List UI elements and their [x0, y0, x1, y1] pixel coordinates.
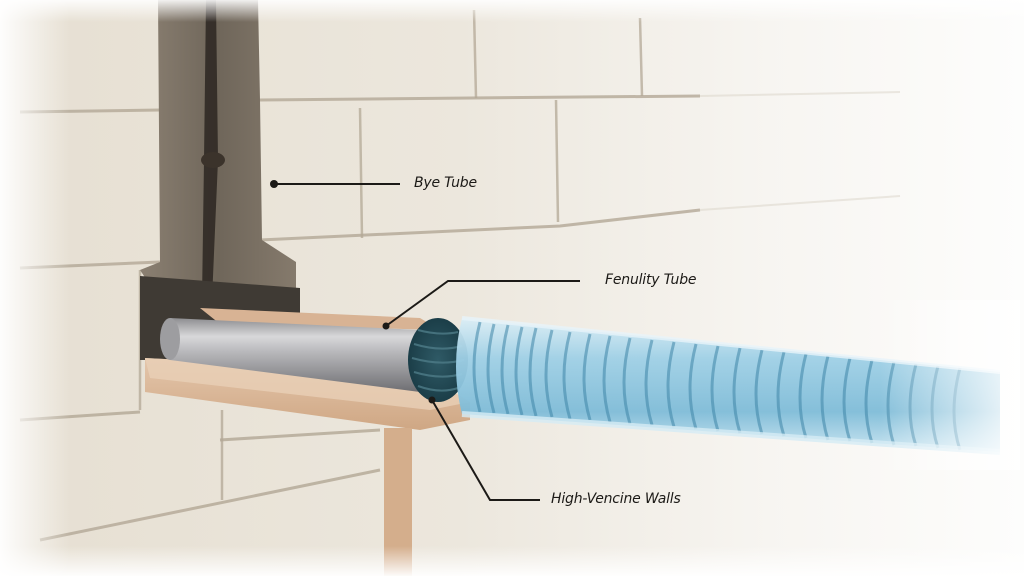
label-bye-tube: Bye Tube	[414, 175, 477, 191]
callout-dot-fenulity-tube	[382, 322, 390, 330]
label-fenulity-tube: Fenulity Tube	[605, 272, 697, 288]
label-high-vencine-walls: High-Vencine Walls	[551, 491, 681, 507]
callout-dot-high-vencine-walls	[428, 396, 436, 404]
callout-dot-bye-tube	[270, 180, 278, 188]
